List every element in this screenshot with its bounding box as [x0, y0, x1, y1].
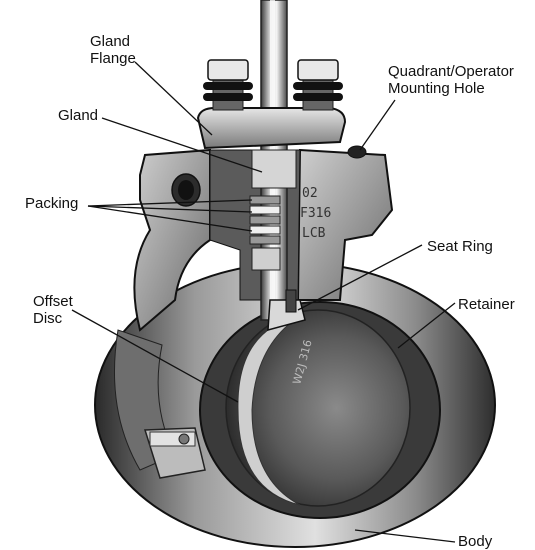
- leader-seat-ring: [297, 244, 423, 311]
- leader-packing-3: [87, 205, 253, 232]
- offset-disc: W2J 316: [199, 301, 441, 519]
- leader-retainer: [397, 302, 456, 349]
- leader-packing-1: [87, 199, 253, 207]
- leader-gland: [101, 117, 263, 173]
- label-quadrant-operator-mounting-hole: Quadrant/Operator Mounting Hole: [388, 63, 514, 97]
- label-seat-ring: Seat Ring: [427, 238, 493, 255]
- label-offset-disc: Offset Disc: [33, 293, 73, 327]
- gland-flange: [196, 59, 347, 150]
- body-marking-2: F316: [300, 206, 331, 221]
- leader-lines: [71, 61, 456, 543]
- label-retainer: Retainer: [458, 296, 515, 313]
- leader-gland-flange: [134, 61, 213, 136]
- leader-body: [354, 529, 456, 543]
- body-marking-1: 02: [302, 186, 318, 201]
- leader-quadrant: [359, 99, 396, 151]
- body-marking-3: LCB: [302, 226, 326, 241]
- label-body: Body: [458, 533, 493, 550]
- label-gland-flange: Gland Flange: [90, 33, 136, 67]
- leader-packing-2: [87, 205, 253, 213]
- valve-stem: [249, 0, 297, 321]
- label-packing: Packing: [25, 195, 79, 212]
- seat-ring: [267, 289, 306, 331]
- leader-offset-disc: [71, 309, 239, 403]
- label-gland: Gland: [58, 107, 99, 124]
